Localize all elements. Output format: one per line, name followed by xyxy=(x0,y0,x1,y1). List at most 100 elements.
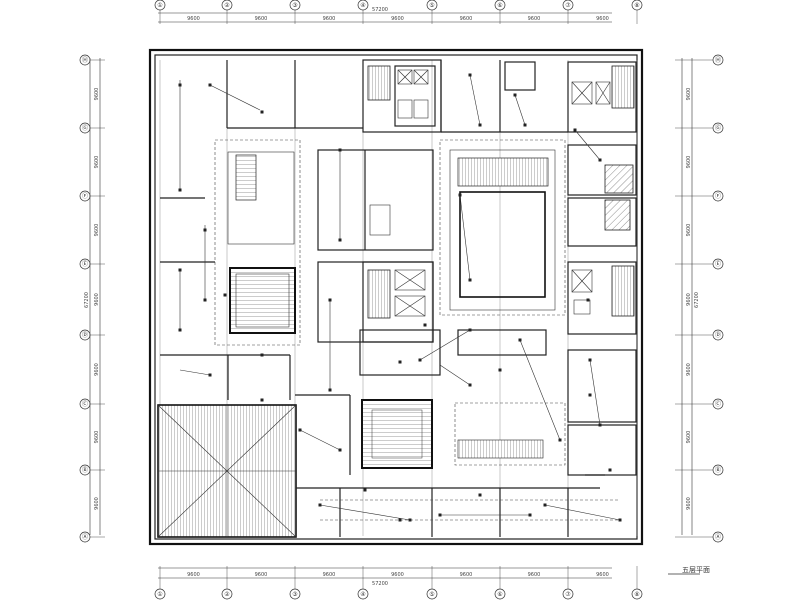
fixture-mark xyxy=(298,428,302,432)
svg-text:Ⓑ: Ⓑ xyxy=(82,466,88,474)
svg-text:⑤: ⑤ xyxy=(429,2,434,9)
svg-text:Ⓔ: Ⓔ xyxy=(82,260,88,268)
top-dimension-lines: 57200 xyxy=(158,7,612,23)
left-axis-bubble-2: Ⓖ xyxy=(79,122,91,134)
central-courtyard xyxy=(439,139,566,316)
top-room-row xyxy=(226,59,637,133)
fixture-mark xyxy=(468,383,472,387)
bottom-span-dimension: 9600 xyxy=(323,572,336,578)
fixture-mark xyxy=(363,488,367,492)
bottom-axis-bubble-2: ② xyxy=(221,588,233,600)
lower-middle-rooms xyxy=(227,329,566,475)
fixture-mark xyxy=(398,518,402,522)
svg-text:⑧: ⑧ xyxy=(634,591,639,598)
fixture-mark xyxy=(438,513,442,517)
top-span-dimension: 9600 xyxy=(187,16,200,22)
fixture-mark xyxy=(260,353,264,357)
bottom-span-dimension: 9600 xyxy=(391,572,404,578)
fixture-mark xyxy=(528,513,532,517)
bottom-axis-bubble-4: ④ xyxy=(357,588,369,600)
right-axis-bubble-8: Ⓐ xyxy=(712,531,724,543)
top-axis-bubble-1: ① xyxy=(154,0,166,11)
top-axis-bubble-8: ⑧ xyxy=(631,0,643,11)
svg-text:⑤: ⑤ xyxy=(429,591,434,598)
right-span-dimension: 9600 xyxy=(686,293,692,306)
fixture-mark xyxy=(260,398,264,402)
svg-text:Ⓕ: Ⓕ xyxy=(82,192,88,200)
right-axis-bubble-1: Ⓗ xyxy=(712,54,724,66)
fixture-mark xyxy=(178,328,182,332)
fixture-mark xyxy=(223,293,227,297)
svg-text:①: ① xyxy=(157,591,162,598)
fixture-mark xyxy=(478,493,482,497)
bottom-span-dimension: 9600 xyxy=(596,572,609,578)
svg-text:⑥: ⑥ xyxy=(497,2,502,9)
central-core xyxy=(317,149,441,376)
top-span-dimension: 9600 xyxy=(460,16,473,22)
right-rooms xyxy=(567,144,637,476)
bottom-span-dimension: 9600 xyxy=(255,572,268,578)
svg-text:Ⓐ: Ⓐ xyxy=(715,533,721,541)
fixture-mark xyxy=(518,338,522,342)
bottom-span-dimension: 9600 xyxy=(187,572,200,578)
fixture-mark xyxy=(513,93,517,97)
fixture-mark xyxy=(208,83,212,87)
fixture-mark xyxy=(418,358,422,362)
electrical-fixtures xyxy=(178,73,622,522)
drawing-title-block: 五层平面 xyxy=(668,566,710,575)
top-span-dimension: 9600 xyxy=(255,16,268,22)
bottom-rooms xyxy=(296,487,620,537)
left-axis-bubble-7: Ⓑ xyxy=(79,464,91,476)
fixture-mark xyxy=(478,123,482,127)
left-span-dimension: 9600 xyxy=(94,156,100,169)
lower-left-roof xyxy=(157,404,297,538)
left-overall-dimension: 67200 xyxy=(84,292,90,308)
top-axis-bubble-5: ⑤ xyxy=(426,0,438,11)
svg-text:⑧: ⑧ xyxy=(634,2,639,9)
svg-text:Ⓑ: Ⓑ xyxy=(715,466,721,474)
fixture-mark xyxy=(423,323,427,327)
fixture-mark xyxy=(558,438,562,442)
top-span-dimension: 9600 xyxy=(528,16,541,22)
top-span-dimension: 9600 xyxy=(391,16,404,22)
fixture-mark xyxy=(523,123,527,127)
left-span-dimension: 9600 xyxy=(94,224,100,237)
left-span-dimension: 9600 xyxy=(94,88,100,101)
svg-text:①: ① xyxy=(157,2,162,9)
svg-text:③: ③ xyxy=(292,2,297,9)
fixture-mark xyxy=(408,518,412,522)
svg-text:Ⓗ: Ⓗ xyxy=(715,56,721,64)
bottom-axis-bubble-1: ① xyxy=(154,588,166,600)
fixture-mark xyxy=(203,298,207,302)
left-span-dimension: 9600 xyxy=(94,293,100,306)
top-axis-bubble-2: ② xyxy=(221,0,233,11)
fixture-mark xyxy=(208,373,212,377)
right-span-dimension: 9600 xyxy=(686,431,692,444)
top-axis-bubble-4: ④ xyxy=(357,0,369,11)
svg-text:④: ④ xyxy=(360,2,365,9)
fixture-mark xyxy=(588,358,592,362)
bottom-axis-bubble-3: ③ xyxy=(289,588,301,600)
fixture-mark xyxy=(338,148,342,152)
fixture-mark xyxy=(260,110,264,114)
svg-text:Ⓓ: Ⓓ xyxy=(82,331,88,339)
left-axis-bubble-6: Ⓒ xyxy=(79,398,91,410)
right-axis-bubble-5: Ⓓ xyxy=(712,329,724,341)
left-axis-bubble-4: Ⓔ xyxy=(79,258,91,270)
left-axis-bubble-1: Ⓗ xyxy=(79,54,91,66)
right-span-dimension: 9600 xyxy=(686,363,692,376)
fixture-mark xyxy=(586,298,590,302)
span-dimension-texts: 9600 9600 9600 9600 9600 9600 9600 9600 9600 9600… xyxy=(94,16,692,578)
fixture-mark xyxy=(543,503,547,507)
fixture-mark xyxy=(598,423,602,427)
right-axis-bubble-6: Ⓒ xyxy=(712,398,724,410)
svg-text:Ⓖ: Ⓖ xyxy=(715,124,721,132)
right-span-dimension: 9600 xyxy=(686,156,692,169)
fixture-mark xyxy=(203,228,207,232)
top-overall-dimension: 57200 xyxy=(372,7,388,13)
fixture-mark xyxy=(468,328,472,332)
left-dimension-lines: 67200 xyxy=(84,58,101,535)
fixture-mark xyxy=(458,193,462,197)
